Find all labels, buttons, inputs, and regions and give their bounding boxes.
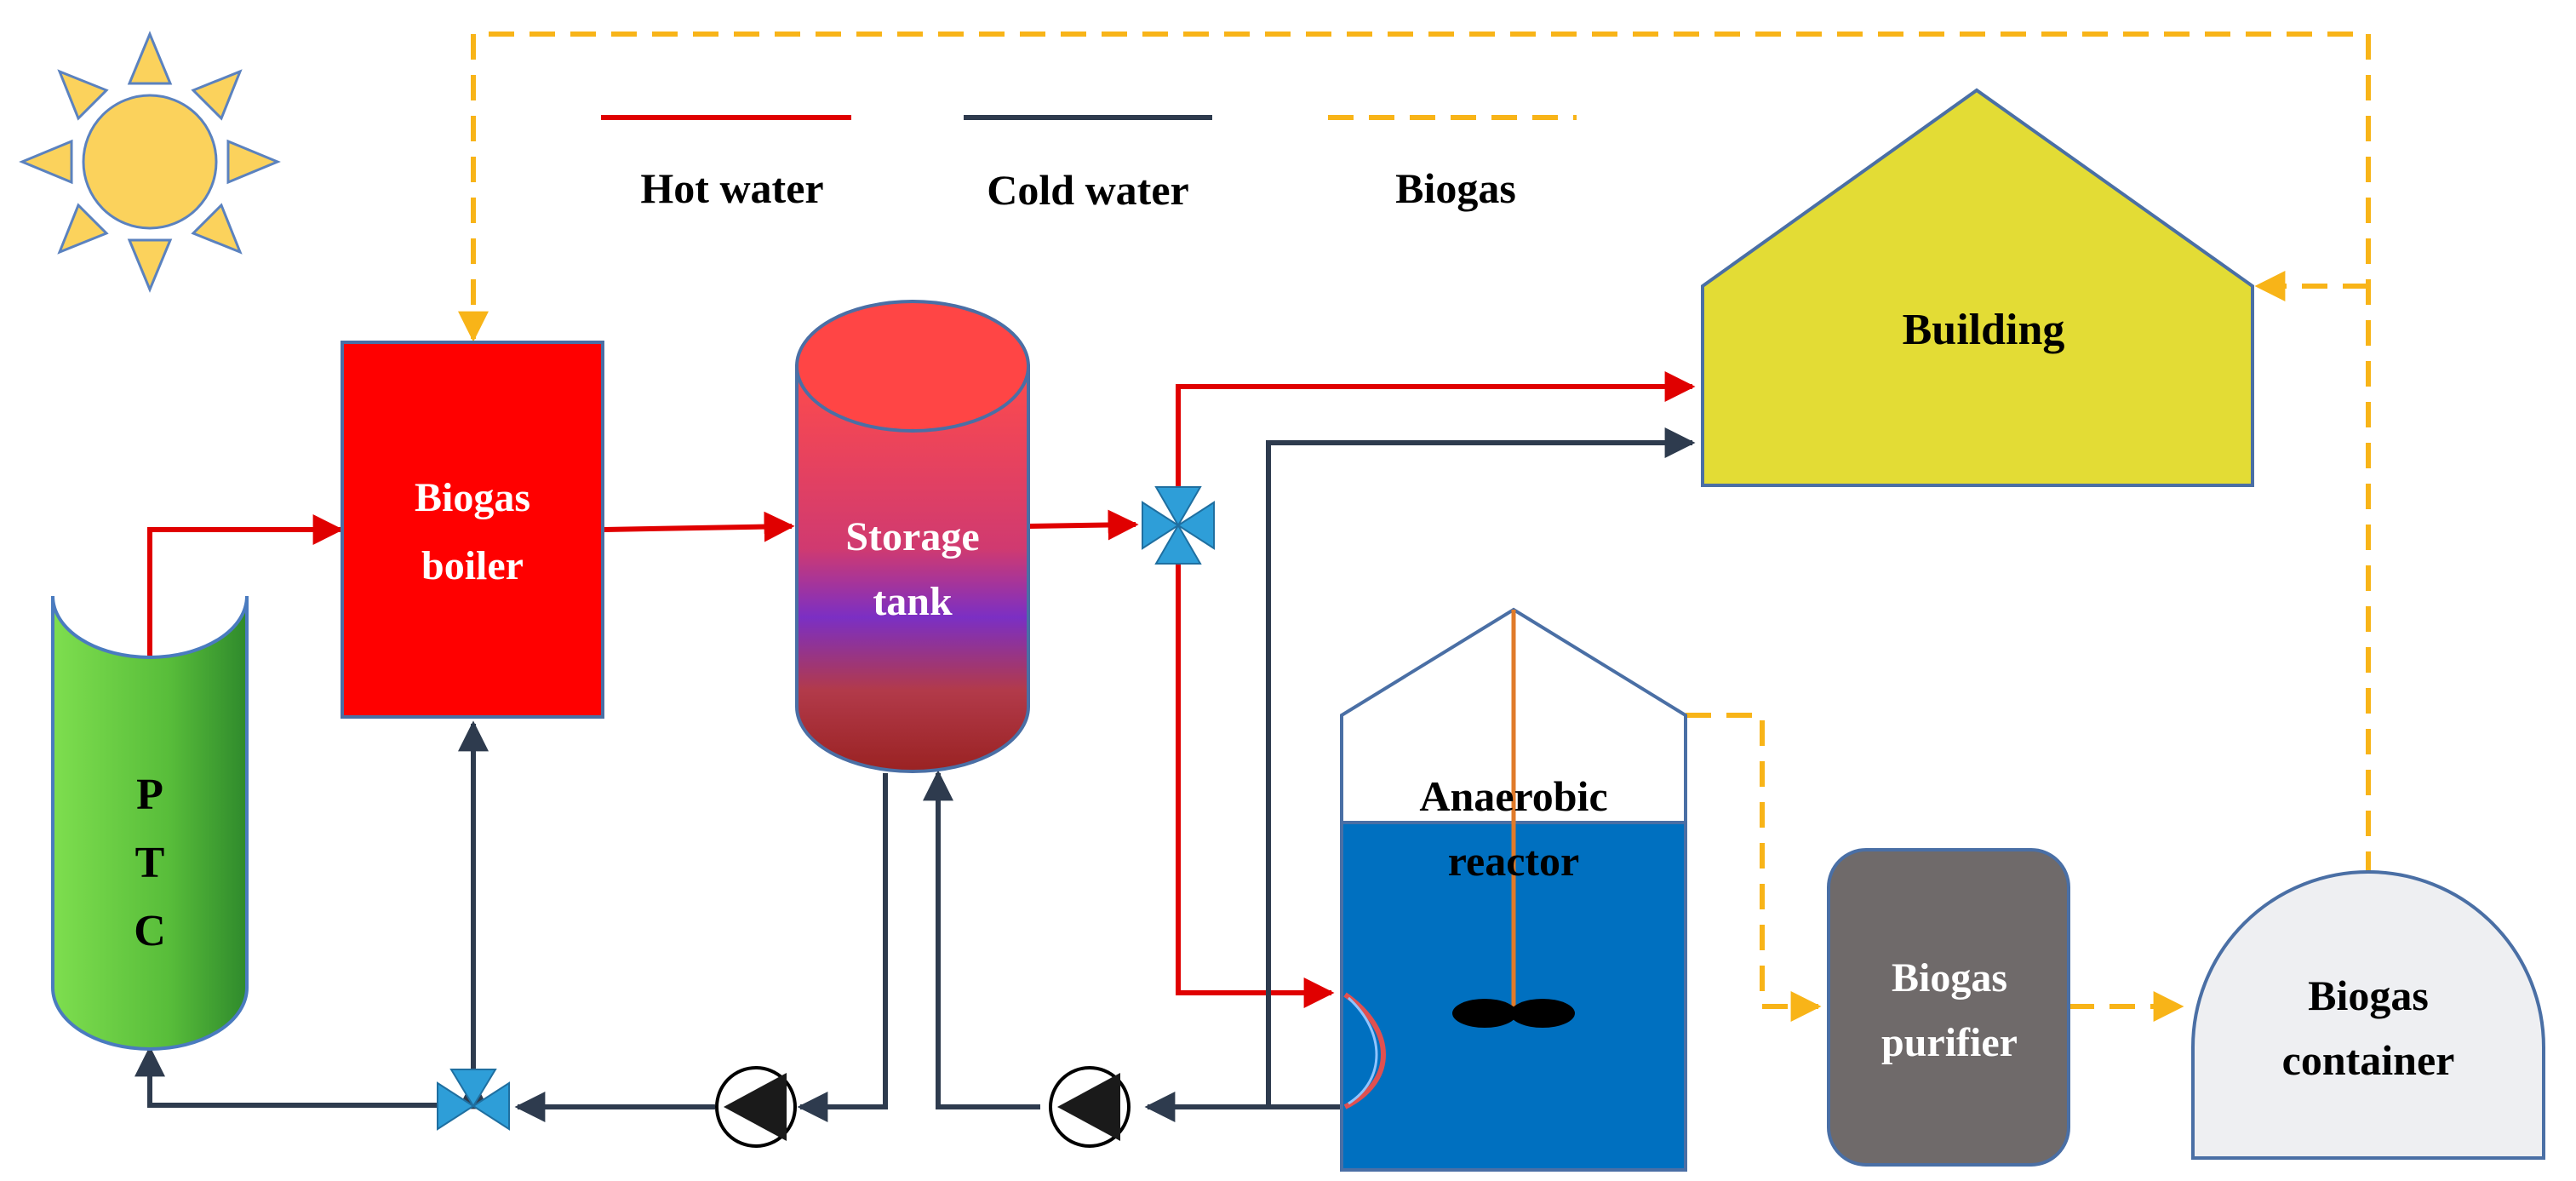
ptc-label-p: P <box>136 771 163 819</box>
heating-coil <box>1343 992 1386 1109</box>
biogas-line-reactor-to-purifier <box>1686 713 1822 1022</box>
cold-water-lines <box>135 427 1696 1122</box>
cold-line-tank-bottom <box>797 773 888 1122</box>
stirrer-blade-right <box>1510 999 1575 1028</box>
biogas-purifier: Biogas purifier <box>1827 848 2070 1167</box>
hot-line-valve-to-reactor <box>1176 562 1335 1008</box>
anaerobic-reactor-label-line2: reactor <box>1448 837 1580 885</box>
building: Building <box>1701 88 2254 487</box>
hot-line-tank-to-valve <box>1028 509 1139 541</box>
legend-cold-water-label: Cold water <box>987 166 1188 214</box>
anaerobic-reactor: Anaerobic reactor <box>1340 607 1687 1172</box>
biogas-boiler-label-line2: boiler <box>421 543 524 588</box>
building-label: Building <box>1903 306 2065 354</box>
cold-line-valve-to-ptc <box>135 1046 449 1108</box>
biogas-boiler-label-line1: Biogas <box>415 475 530 520</box>
biogas-container-label-line1: Biogas <box>2308 972 2429 1019</box>
hot-line-ptc-to-boiler <box>147 514 344 673</box>
biogas-lines <box>458 32 2371 1022</box>
stirrer-blade-left <box>1452 999 1517 1028</box>
anaerobic-reactor-label-line1: Anaerobic <box>1419 772 1607 820</box>
hot-line-boiler-to-tank <box>604 511 795 542</box>
biogas-container-label-line2: container <box>2282 1036 2455 1084</box>
legend-hot-water-label: Hot water <box>640 164 823 212</box>
pump-icon-reactor <box>1049 1066 1131 1148</box>
biogas-container: Biogas container <box>2191 870 2545 1160</box>
legend-biogas-label: Biogas <box>1395 164 1516 212</box>
ptc-collector: P T C <box>51 595 249 1051</box>
hot-line-valve-to-building <box>1176 371 1696 562</box>
legend: Hot water Cold water Biogas <box>601 115 1577 214</box>
biogas-purifier-label-line2: purifier <box>1881 1020 2018 1065</box>
storage-tank-label-line1: Storage <box>845 514 979 559</box>
ptc-label-c: C <box>134 907 166 955</box>
pump-icon-storage <box>715 1066 797 1148</box>
storage-tank-label-line2: tank <box>873 579 953 624</box>
biogas-boiler: Biogas boiler <box>341 341 604 719</box>
cold-line-to-building <box>1266 427 1696 1107</box>
cold-line-pump-to-tank <box>923 770 1040 1109</box>
storage-tank: Storage tank <box>795 300 1030 773</box>
three-way-valve-hot <box>1142 486 1215 565</box>
sun-icon <box>19 31 281 293</box>
biogas-line-container-to-boiler <box>458 32 2371 877</box>
biogas-purifier-label-line1: Biogas <box>1892 955 2007 1000</box>
ptc-label-t: T <box>135 839 165 887</box>
three-way-valve-cold <box>437 1069 510 1131</box>
